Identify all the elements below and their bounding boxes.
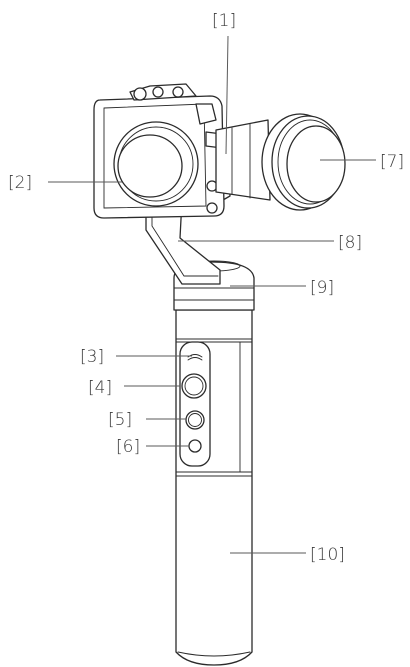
roll-motor-shaft [215,119,271,201]
callout-4: [4] [88,378,112,398]
housing-latch [129,83,223,214]
callout-5: [5] [108,410,132,430]
callout-7: [7] [380,152,404,172]
callout-6: [6] [116,437,140,457]
roll-motor [261,113,346,211]
callout-8: [8] [338,233,362,253]
leader-lines [48,35,376,554]
tilt-motor [113,121,199,207]
power-button [188,439,202,453]
callout-3: [3] [80,347,104,367]
function-button [181,373,207,399]
leader-line-1 [225,35,229,155]
callout-1: [1] [212,11,236,31]
callout-2: [2] [8,173,32,193]
control-panel [179,341,211,467]
roll-arm [145,199,221,285]
mode-button [185,410,205,430]
callout-10: [10] [310,545,345,565]
callout-9: [9] [310,278,334,298]
